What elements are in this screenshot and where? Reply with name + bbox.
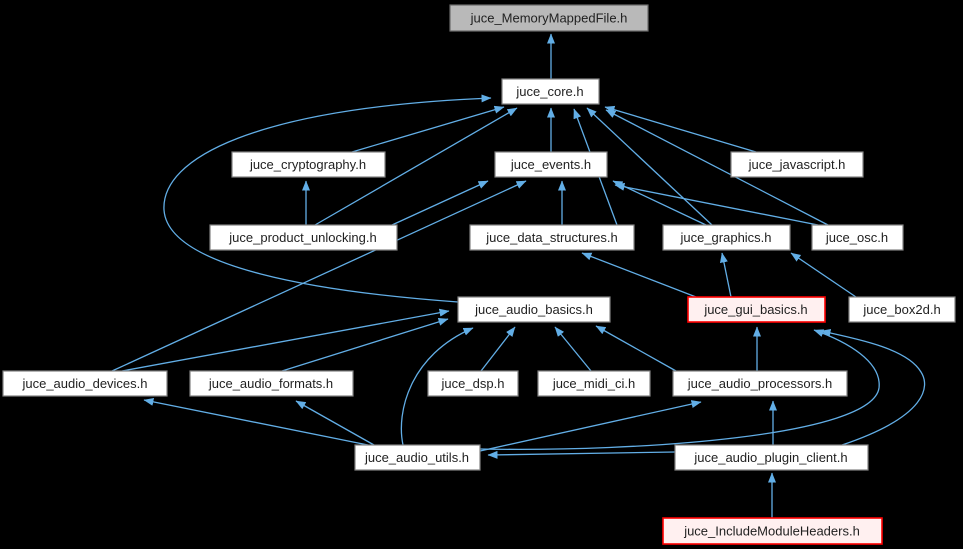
node-label[interactable]: juce_IncludeModuleHeaders.h [683, 524, 860, 539]
node-label[interactable]: juce_gui_basics.h [703, 302, 807, 317]
node-box[interactable] [2, 370, 168, 397]
node-label[interactable]: juce_product_unlocking.h [228, 230, 376, 245]
edge-audio-utils-to-audio-basics [400, 327, 474, 446]
node-juce-javascript[interactable]: juce_javascript.h [730, 151, 864, 178]
node-label[interactable]: juce_audio_processors.h [687, 376, 833, 391]
node-box[interactable] [674, 444, 869, 471]
node-label[interactable]: juce_audio_devices.h [21, 376, 147, 391]
node-label[interactable]: juce_midi_ci.h [552, 376, 635, 391]
nodes: juce_MemoryMappedFile.h juce_core.h juce… [2, 4, 956, 545]
node-box[interactable] [189, 370, 354, 397]
node-juce-graphics[interactable]: juce_graphics.h [662, 224, 791, 251]
node-box[interactable] [537, 370, 651, 397]
node-box[interactable] [687, 296, 826, 323]
node-box[interactable] [662, 224, 791, 251]
node-label[interactable]: juce_data_structures.h [485, 230, 618, 245]
node-juce-events[interactable]: juce_events.h [494, 151, 608, 178]
node-juce-dsp[interactable]: juce_dsp.h [427, 370, 519, 397]
node-juce-product-unlocking[interactable]: juce_product_unlocking.h [209, 224, 398, 251]
edge-audio-utils-to-audio-processors [479, 400, 702, 452]
edge-plugin-client-to-audio-utils [487, 450, 676, 459]
edge-dsp-to-audio-basics [480, 326, 516, 372]
edge-audio-utils-to-audio-formats [295, 400, 375, 446]
node-label[interactable]: juce_audio_formats.h [208, 376, 333, 391]
edge-audio-utils-to-audio-devices [143, 397, 369, 446]
node-label[interactable]: juce_audio_basics.h [474, 302, 593, 317]
edge-audio-devices-to-audio-basics [121, 308, 450, 372]
edge-gui-basics-to-graphics [719, 252, 732, 298]
node-box[interactable] [662, 517, 883, 545]
node-juce-audio-devices[interactable]: juce_audio_devices.h [2, 370, 168, 397]
node-label[interactable]: juce_audio_utils.h [364, 450, 469, 465]
node-label[interactable]: juce_javascript.h [748, 157, 846, 172]
node-box[interactable] [457, 296, 611, 323]
node-box[interactable] [672, 370, 848, 397]
edge-product-unlocking-to-core [314, 107, 518, 226]
node-box[interactable] [501, 78, 600, 105]
node-box[interactable] [469, 224, 635, 251]
edge-javascript-to-core [604, 105, 757, 153]
node-box[interactable] [209, 224, 398, 251]
node-juce-audio-plugin-client[interactable]: juce_audio_plugin_client.h [674, 444, 869, 471]
node-juce-box2d[interactable]: juce_box2d.h [848, 296, 956, 323]
node-box[interactable] [730, 151, 864, 178]
node-label[interactable]: juce_osc.h [825, 230, 888, 245]
node-box[interactable] [427, 370, 519, 397]
node-juce-memorymappedfile: juce_MemoryMappedFile.h [449, 4, 649, 32]
edge-audio-devices-to-events [111, 180, 527, 372]
node-label[interactable]: juce_events.h [510, 157, 591, 172]
node-juce-includemoduleheaders[interactable]: juce_IncludeModuleHeaders.h [662, 517, 883, 545]
node-label[interactable]: juce_cryptography.h [249, 157, 366, 172]
edge-plugin-client-to-gui-basics [820, 329, 926, 446]
edges [111, 33, 926, 518]
node-juce-audio-formats[interactable]: juce_audio_formats.h [189, 370, 354, 397]
node-label[interactable]: juce_audio_plugin_client.h [693, 450, 847, 465]
edge-midi-ci-to-audio-basics [554, 326, 592, 372]
edge-audio-basics-to-core [163, 94, 492, 303]
node-label[interactable]: juce_graphics.h [679, 230, 771, 245]
edge-osc-to-events [614, 182, 819, 226]
edge-osc-to-core [605, 109, 829, 226]
edge-graphics-to-events [612, 180, 707, 226]
node-box[interactable] [494, 151, 608, 178]
node-box[interactable] [811, 224, 904, 251]
node-box [449, 4, 649, 32]
edge-audio-formats-to-audio-basics [281, 318, 449, 372]
node-box[interactable] [231, 151, 386, 178]
node-juce-audio-basics[interactable]: juce_audio_basics.h [457, 296, 611, 323]
node-juce-data-structures[interactable]: juce_data_structures.h [469, 224, 635, 251]
node-juce-audio-utils[interactable]: juce_audio_utils.h [354, 444, 481, 471]
node-label[interactable]: juce_box2d.h [862, 302, 940, 317]
node-label: juce_MemoryMappedFile.h [470, 11, 628, 26]
node-juce-audio-processors[interactable]: juce_audio_processors.h [672, 370, 848, 397]
edge-audio-processors-to-audio-basics [595, 325, 677, 372]
node-label[interactable]: juce_dsp.h [441, 376, 505, 391]
edge-audio-utils-to-gui-basics [479, 329, 880, 450]
node-juce-core[interactable]: juce_core.h [501, 78, 600, 105]
node-juce-osc[interactable]: juce_osc.h [811, 224, 904, 251]
node-juce-gui-basics[interactable]: juce_gui_basics.h [687, 296, 826, 323]
node-label[interactable]: juce_core.h [515, 84, 583, 99]
edge-box2d-to-graphics [790, 252, 857, 298]
node-box[interactable] [848, 296, 956, 323]
node-juce-cryptography[interactable]: juce_cryptography.h [231, 151, 386, 178]
node-box[interactable] [354, 444, 481, 471]
edge-graphics-to-core [586, 107, 713, 226]
edge-gui-basics-to-data-structures [581, 252, 697, 298]
edge-product-unlocking-to-events [391, 180, 489, 226]
node-juce-midi-ci[interactable]: juce_midi_ci.h [537, 370, 651, 397]
edge-cryptography-to-core [351, 105, 505, 153]
